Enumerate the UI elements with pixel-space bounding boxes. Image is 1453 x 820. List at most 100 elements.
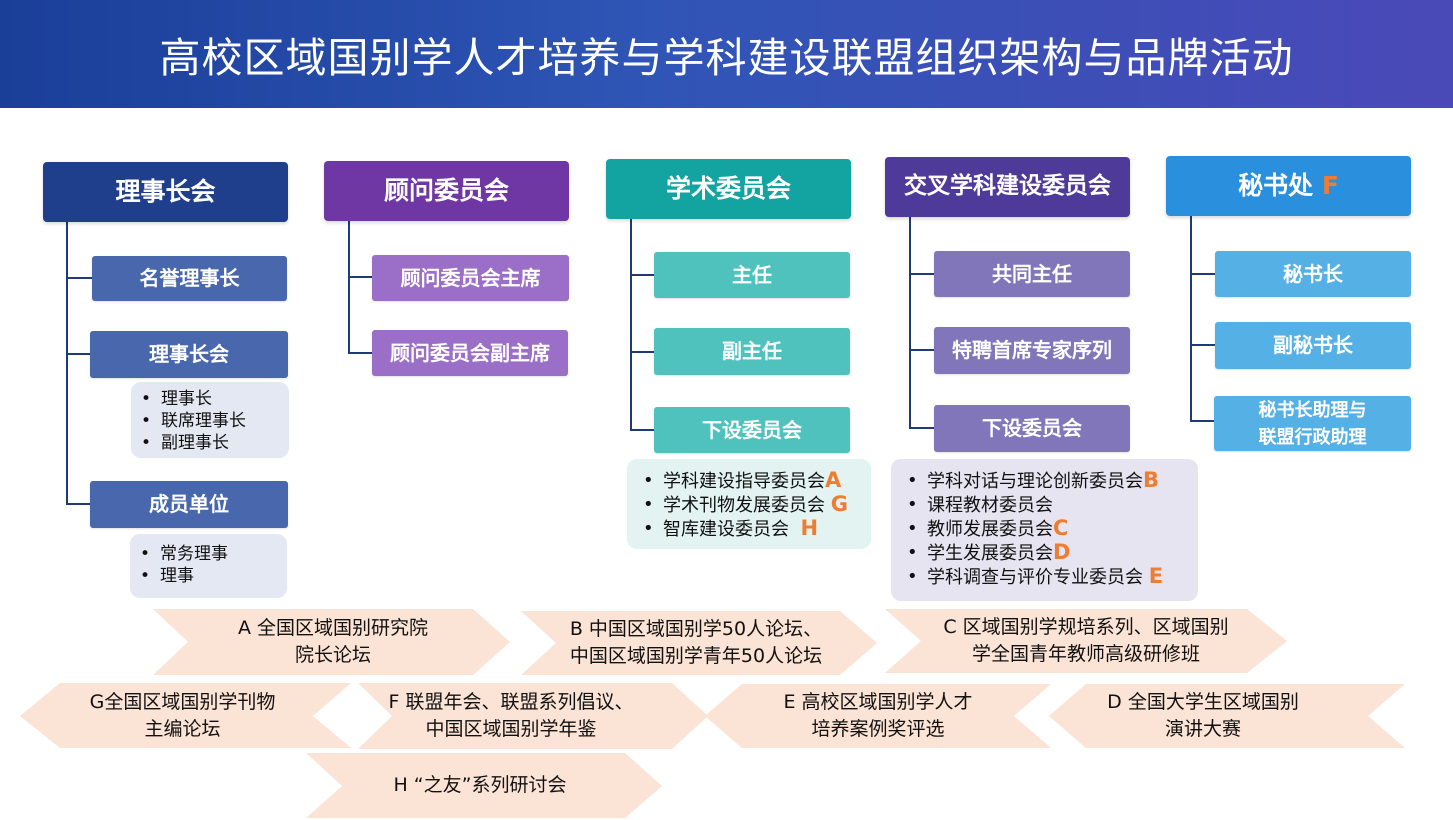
activity-letter: C (1053, 516, 1069, 540)
list-item: 学术刊物发展委员会 G (641, 493, 863, 517)
list-item: 教师发展委员会C (905, 517, 1190, 541)
activity-line: 中国区域国别学青年50人论坛 (569, 645, 823, 667)
secretariat-connector (1190, 273, 1215, 275)
list-item: 智库建设委员会 H (641, 517, 863, 541)
academic-item-label: 下设委员会 (702, 417, 802, 442)
cross-head: 交叉学科建设委员会 (885, 157, 1130, 217)
advisory-item-label: 顾问委员会主席 (400, 265, 541, 290)
board-item-member-units: 成员单位 (90, 481, 288, 528)
board-head: 理事长会 (43, 162, 288, 222)
academic-item-label: 副主任 (722, 339, 782, 363)
academic-connector (630, 429, 654, 431)
activity-c: C 区域国别学规培系列、区域国别 学全国青年教师高级研修班 (916, 609, 1256, 673)
advisory-item-chair: 顾问委员会主席 (372, 255, 569, 301)
activity-line: H “之友”系列研讨会 (393, 774, 567, 797)
academic-subcommittee-list: 学科建设指导委员会A 学术刊物发展委员会 G 智库建设委员会 H (627, 459, 871, 549)
list-item: 副理事长 (139, 432, 281, 454)
board-head-label: 理事长会 (115, 176, 216, 206)
subcommittee-name: 教师发展委员会 (927, 519, 1053, 540)
advisory-connector (348, 221, 350, 354)
advisory-head: 顾问委员会 (324, 161, 569, 221)
page-title: 高校区域国别学人才培养与学科建设联盟组织架构与品牌活动 (159, 34, 1294, 82)
secretariat-connector (1190, 216, 1192, 422)
cross-connector (909, 217, 911, 429)
activity-line: E 高校区域国别学人才 (783, 691, 973, 714)
activity-e: E 高校区域国别学人才 培养案例奖评选 (742, 684, 1014, 748)
academic-item-subcommittees: 下设委员会 (654, 407, 850, 453)
advisory-connector (348, 276, 372, 278)
board-connector (66, 503, 90, 505)
activity-arrow-c (885, 609, 1287, 673)
list-item: 学科建设指导委员会A (641, 469, 863, 493)
advisory-item-vice-chair: 顾问委员会副主席 (372, 330, 568, 376)
advisory-head-label: 顾问委员会 (383, 175, 509, 205)
activity-line: G全国区域国别学刊物 (89, 690, 276, 713)
activity-line: 中国区域国别学年鉴 (425, 718, 597, 740)
cross-item-chief-experts: 特聘首席专家序列 (934, 327, 1130, 374)
academic-head-label: 学术委员会 (665, 173, 791, 203)
activity-line: D 全国大学生区域国别 (1107, 691, 1299, 714)
cross-item-label: 下设委员会 (982, 416, 1082, 440)
board-council-members: 理事长 联席理事长 副理事长 (131, 382, 289, 458)
secretariat-connector (1190, 420, 1215, 422)
list-item: 课程教材委员会 (905, 493, 1190, 517)
board-item-label: 理事长会 (149, 342, 229, 366)
activity-a: A 全国区域国别研究院 院长论坛 (188, 609, 478, 675)
secretariat-item-deputy-secretary-general: 副秘书长 (1215, 322, 1411, 369)
board-connector (66, 222, 68, 505)
activity-h: H “之友”系列研讨会 (342, 753, 618, 818)
subcommittee-name: 学术刊物发展委员会 (663, 495, 825, 516)
subcommittee-name: 学科对话与理论创新委员会 (927, 471, 1143, 492)
activity-arrow-b (521, 611, 877, 675)
list-item: 学科对话与理论创新委员会B (905, 469, 1190, 493)
activity-arrow-h (306, 753, 662, 818)
academic-item-label: 主任 (732, 262, 772, 287)
board-item-honorary-chair: 名誉理事长 (92, 256, 287, 301)
activity-b: B 中国区域国别学50人论坛、 中国区域国别学青年50人论坛 (548, 611, 844, 675)
list-item: 学科调查与评价专业委员会 E (905, 565, 1190, 589)
cross-connector (909, 349, 934, 351)
secretariat-item-label: 副秘书长 (1273, 333, 1353, 357)
cross-subcommittee-list: 学科对话与理论创新委员会B 课程教材委员会 教师发展委员会C 学生发展委员会D … (891, 459, 1198, 601)
activity-letter: D (1053, 540, 1071, 564)
secretariat-connector (1190, 344, 1215, 346)
board-connector (66, 353, 90, 355)
activity-letter: F (1321, 170, 1339, 200)
activity-letter: G (830, 492, 848, 516)
advisory-item-label: 顾问委员会副主席 (390, 340, 550, 365)
advisory-connector (348, 352, 372, 354)
secretariat-item-label: 秘书长 (1283, 261, 1343, 286)
academic-connector (630, 274, 654, 276)
activity-line: 演讲大赛 (1164, 718, 1241, 740)
activity-line: F 联盟年会、联盟系列倡议、 (388, 691, 634, 714)
board-connector (66, 277, 92, 279)
cross-item-label: 特聘首席专家序列 (952, 338, 1112, 362)
secretariat-item-label: 联盟行政助理 (1258, 426, 1367, 448)
activity-line: 培养案例奖评选 (811, 718, 945, 740)
board-item-council: 理事长会 (90, 331, 288, 378)
subcommittee-name: 课程教材委员会 (927, 495, 1053, 516)
list-item: 学生发展委员会D (905, 541, 1190, 565)
board-item-label: 成员单位 (149, 492, 229, 516)
activity-line: 主编论坛 (144, 717, 221, 740)
list-item: 联席理事长 (139, 410, 281, 432)
academic-connector (630, 351, 654, 353)
subcommittee-name: 智库建设委员会 (663, 519, 789, 540)
activity-line: A 全国区域国别研究院 (237, 617, 429, 640)
activity-f: F 联盟年会、联盟系列倡议、 中国区域国别学年鉴 (360, 683, 662, 749)
activity-arrow-g (20, 683, 351, 748)
activity-letter: H (800, 516, 819, 540)
secretariat-head: 秘书处 F (1166, 156, 1411, 216)
activity-letter: B (1143, 468, 1160, 492)
list-item: 理事 (138, 565, 279, 587)
subcommittee-name: 学科建设指导委员会 (663, 471, 825, 492)
list-item: 理事长 (139, 388, 281, 410)
list-item: 常务理事 (138, 543, 279, 565)
board-item-label: 名誉理事长 (139, 266, 240, 290)
activity-letter: A (825, 468, 842, 492)
subcommittee-name: 学生发展委员会 (927, 543, 1053, 564)
activity-arrow-a (153, 609, 510, 675)
activity-line: B 中国区域国别学50人论坛、 (569, 618, 823, 641)
academic-item-director: 主任 (654, 252, 850, 298)
